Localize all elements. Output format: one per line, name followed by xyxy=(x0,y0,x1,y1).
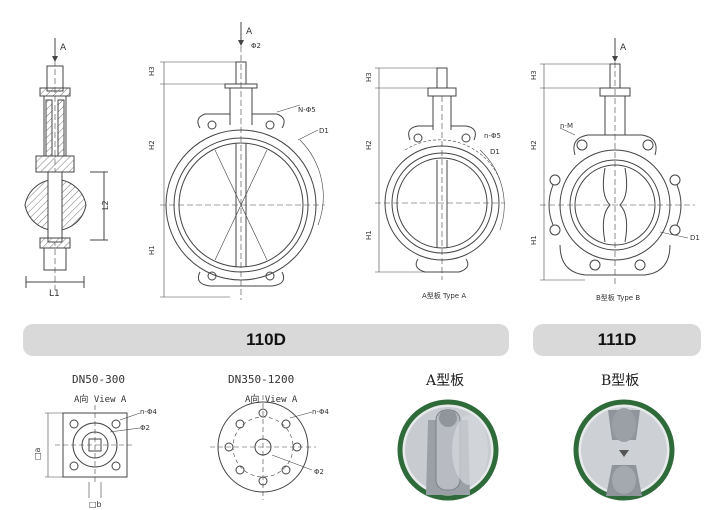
arrow-a-label-1: A xyxy=(60,43,67,53)
banner-111d-label: 111D xyxy=(597,330,637,349)
banner-110d: 110D xyxy=(23,324,509,356)
banner-111d: 111D xyxy=(533,324,701,356)
photo-type-a-plate xyxy=(397,399,499,501)
n-m-label: n-M xyxy=(560,122,573,130)
h2-label-2: H2 xyxy=(365,140,373,150)
h1-label-2: H1 xyxy=(365,230,373,240)
phi2-label-bottom-2: Φ2 xyxy=(314,468,324,476)
side-section-view xyxy=(24,38,108,290)
front-view-wafer xyxy=(160,22,325,300)
dim-a-label: □a xyxy=(33,447,42,460)
caption-type-a: A型板 Type A xyxy=(422,291,466,300)
type-b-title: B型板 xyxy=(601,373,640,389)
h3-label-3: H3 xyxy=(530,70,538,80)
dim-l1-label: L1 xyxy=(49,289,60,299)
dim-b-label: □b xyxy=(89,500,102,509)
banner-110d-label: 110D xyxy=(246,330,286,349)
view-a-label-1: A向 View A xyxy=(74,395,127,405)
view-a-small xyxy=(45,405,141,498)
front-view-type-a xyxy=(375,67,505,280)
h2-label-1: H2 xyxy=(148,140,156,150)
front-view-type-b xyxy=(540,38,695,285)
n-phi5-label-2: n-Φ5 xyxy=(484,132,501,140)
arrow-a-label-3: A xyxy=(620,43,627,53)
n-phi5-label: N-Φ5 xyxy=(298,106,316,114)
h1-label-1: H1 xyxy=(148,245,156,255)
d1-label-1: D1 xyxy=(319,127,329,135)
dn-small-label: DN50-300 xyxy=(72,373,125,386)
type-a-title: A型板 xyxy=(426,373,465,389)
dim-l2-label: L2 xyxy=(101,200,110,210)
phi2-label: Φ2 xyxy=(251,42,261,50)
dn-large-label: DN350-1200 xyxy=(228,373,295,386)
h3-label-1: H3 xyxy=(148,66,156,76)
photo-type-b-plate xyxy=(573,399,675,501)
view-a-label-2: A向 View A xyxy=(245,395,298,405)
view-a-large xyxy=(210,395,316,500)
h1-label-3: H1 xyxy=(530,235,538,245)
h3-label-2: H3 xyxy=(365,72,373,82)
caption-type-b: B型板 Type B xyxy=(596,293,640,302)
h2-label-3: H2 xyxy=(530,140,538,150)
d1-label-2: D1 xyxy=(490,148,500,156)
n-phi4-label-1: n-Φ4 xyxy=(140,408,157,416)
n-phi4-label-2: n-Φ4 xyxy=(312,408,329,416)
arrow-a-label-2: A xyxy=(246,27,253,37)
d1-label-3: D1 xyxy=(690,234,700,242)
phi2-label-bottom-1: Φ2 xyxy=(140,424,150,432)
